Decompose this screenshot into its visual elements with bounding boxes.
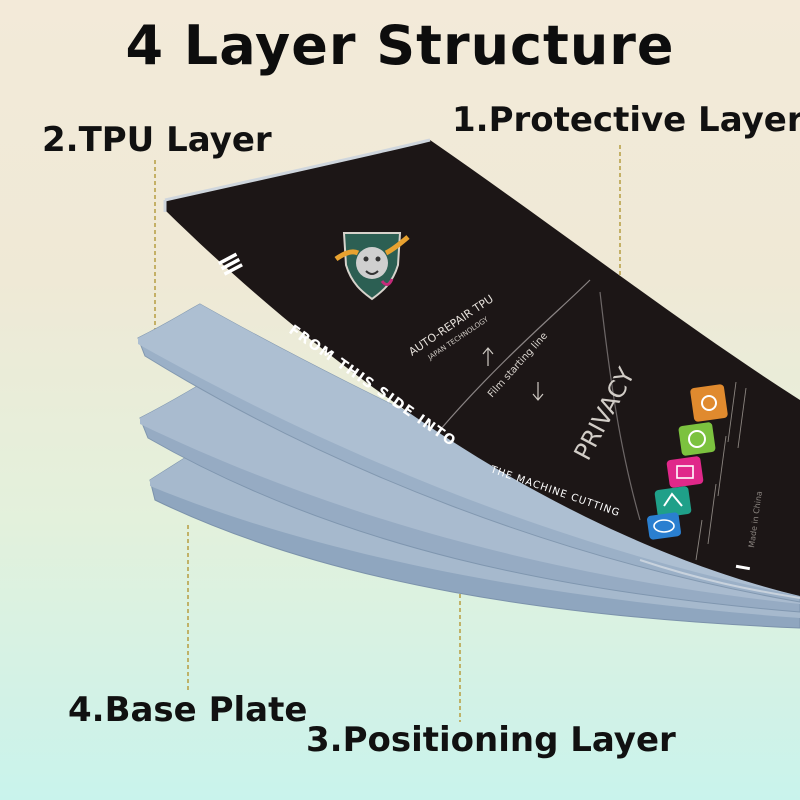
shield-logo-icon bbox=[334, 232, 410, 301]
feature-icons bbox=[647, 384, 728, 540]
label-tpu-layer: 2.TPU Layer bbox=[42, 120, 272, 160]
icon-caption-lines bbox=[695, 381, 747, 561]
feature-icon-teal bbox=[654, 486, 692, 518]
label-protective-layer: 1.Protective Layer bbox=[452, 100, 800, 140]
page-title: 4 Layer Structure bbox=[125, 14, 675, 77]
film-cut-line-1 bbox=[439, 279, 591, 431]
brand-stripes-icon bbox=[218, 252, 243, 276]
film-direction-arrows bbox=[482, 347, 544, 401]
feature-icon-blue bbox=[647, 512, 681, 540]
feature-icon-green bbox=[678, 422, 716, 456]
film-corner-mark bbox=[735, 564, 751, 571]
label-base-plate: 4.Base Plate bbox=[68, 690, 308, 730]
label-positioning-layer: 3.Positioning Layer bbox=[306, 720, 676, 760]
protective-layer-film bbox=[165, 140, 800, 596]
feature-icon-magenta bbox=[666, 456, 704, 488]
feature-icon-orange bbox=[690, 384, 728, 422]
film-cut-line-2 bbox=[599, 291, 641, 521]
